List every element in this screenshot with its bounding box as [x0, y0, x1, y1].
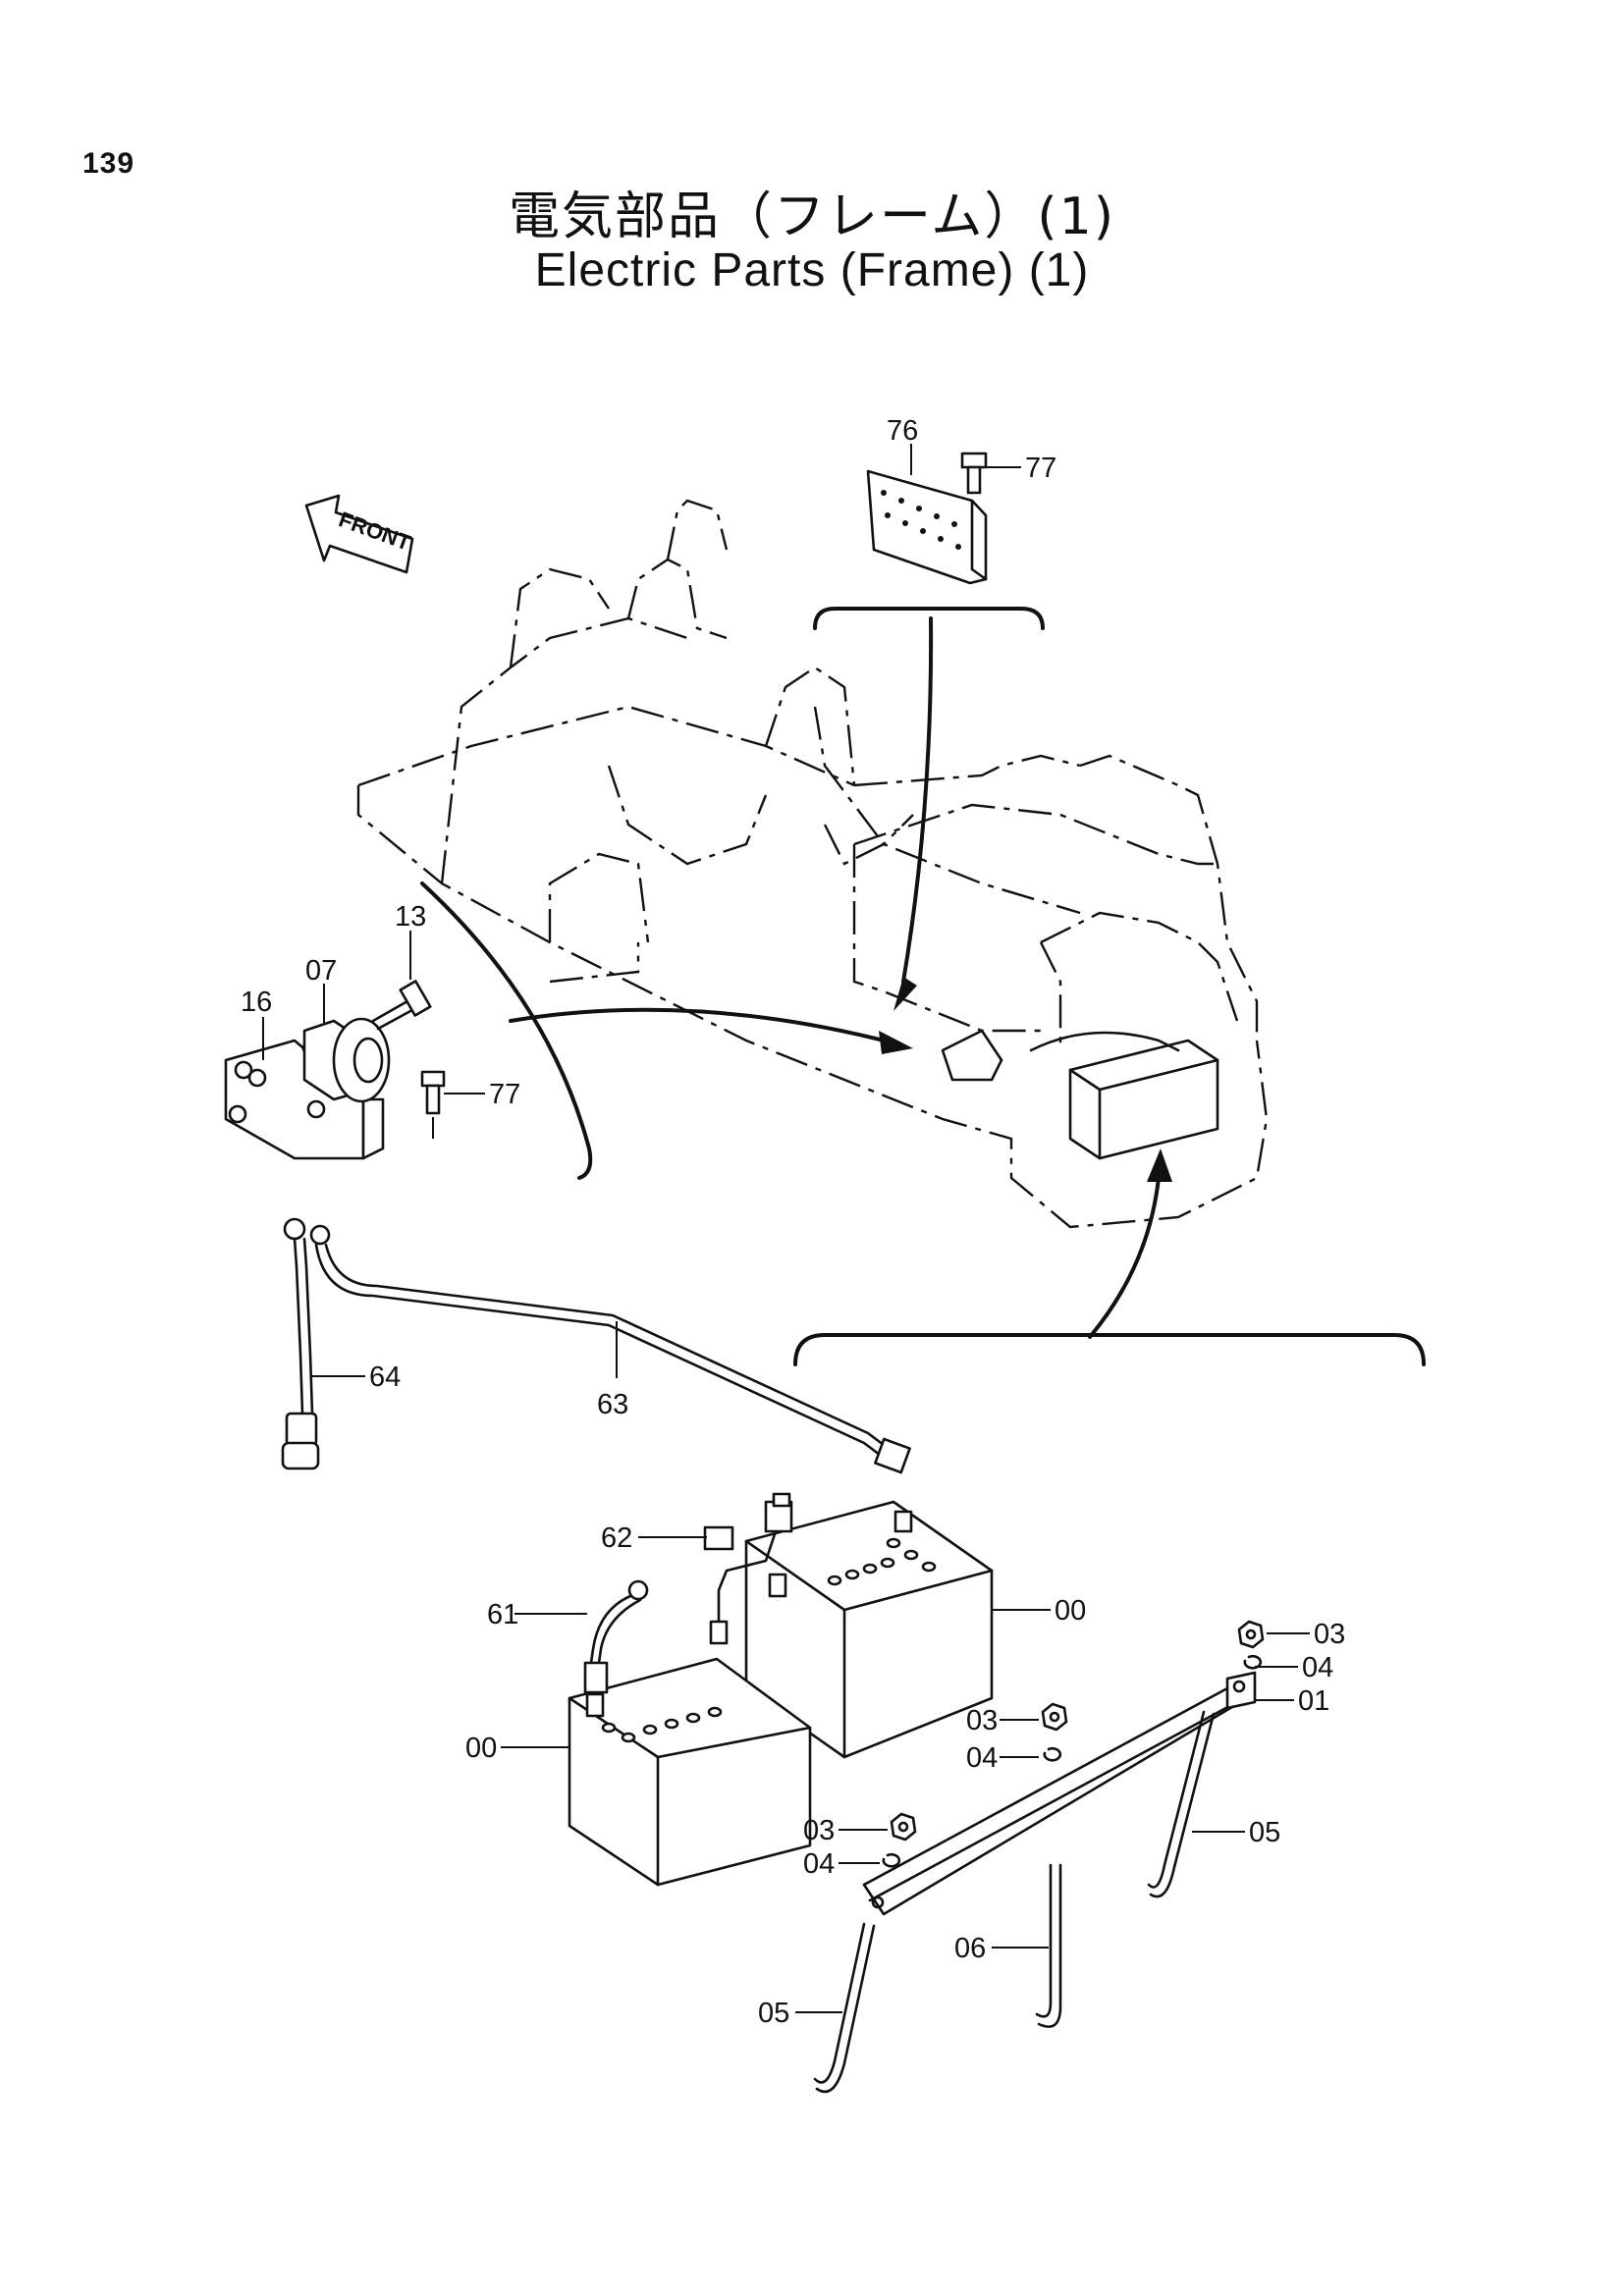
nut-03-left-icon — [890, 1812, 917, 1842]
callout-06: 06 — [954, 1933, 986, 1964]
callout-62: 62 — [601, 1522, 632, 1554]
callout-04-left: 04 — [803, 1848, 835, 1880]
nut-03-top-icon — [1237, 1620, 1265, 1649]
callout-07: 07 — [305, 955, 337, 987]
title-english: Electric Parts (Frame) (1) — [534, 244, 1090, 296]
front-arrow-icon: FRONT — [304, 494, 414, 574]
callout-13: 13 — [395, 901, 426, 933]
callout-05-left: 05 — [758, 1998, 789, 2029]
bracket-76-group: 76 77 — [813, 415, 1056, 1011]
callout-03-middle: 03 — [966, 1705, 998, 1736]
page-number: 139 — [82, 147, 135, 180]
callout-61: 61 — [487, 1599, 518, 1630]
washer-04-middle-icon — [1043, 1746, 1062, 1762]
callout-77-left: 77 — [489, 1079, 520, 1110]
callout-16: 16 — [241, 987, 272, 1018]
cable-61 — [583, 1579, 649, 1694]
battery-bracket-group — [793, 1148, 1426, 1366]
cable-62 — [703, 1492, 793, 1622]
battery-00-back — [744, 1500, 994, 1759]
bolt-13-icon — [371, 980, 432, 1031]
callout-63: 63 — [597, 1389, 628, 1420]
callout-03-left: 03 — [803, 1815, 835, 1846]
relay-07 — [302, 1017, 391, 1103]
callout-05-right: 05 — [1249, 1817, 1280, 1848]
callout-01: 01 — [1298, 1685, 1329, 1717]
frame-outline — [356, 499, 1269, 1229]
callout-04-top: 04 — [1302, 1652, 1333, 1683]
callout-03-top: 03 — [1314, 1619, 1345, 1650]
title-japanese: 電気部品（フレーム）(1) — [508, 187, 1116, 246]
bolt-77-icon — [960, 452, 988, 495]
cable-63 — [309, 1224, 911, 1474]
cable-64 — [281, 1217, 320, 1470]
callout-04-middle: 04 — [966, 1742, 998, 1774]
callout-77-top: 77 — [1025, 453, 1056, 484]
callout-64: 64 — [369, 1362, 401, 1393]
battery-00-front — [568, 1620, 812, 1887]
relay-bracket-group — [420, 881, 913, 1180]
callout-00-left: 00 — [465, 1733, 497, 1764]
washer-04-left-icon — [882, 1852, 901, 1868]
frame-battery-icon — [941, 1029, 1219, 1160]
hold-down-bar-01 — [862, 1671, 1257, 1916]
washer-04-top-icon — [1243, 1654, 1263, 1670]
callout-76: 76 — [887, 415, 918, 447]
rod-05-right — [1147, 1710, 1216, 1898]
bolt-77-left-icon — [420, 1070, 446, 1139]
rod-06 — [1035, 1863, 1062, 2028]
nut-03-middle-icon — [1041, 1702, 1068, 1732]
callout-00-right: 00 — [1055, 1595, 1086, 1627]
rod-05-left — [813, 1922, 876, 2094]
